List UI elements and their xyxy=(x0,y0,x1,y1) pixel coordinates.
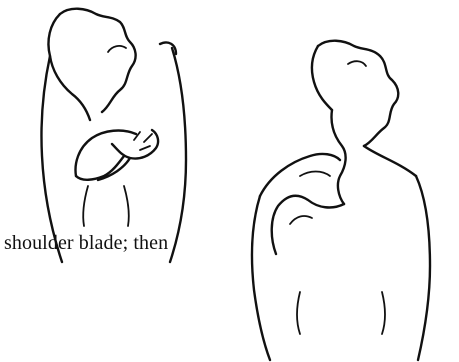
right-figure-body xyxy=(252,146,430,360)
right-figure-head xyxy=(312,41,398,146)
right-figure-arm xyxy=(260,110,346,254)
caption-text: shoulder blade; then xyxy=(4,232,168,255)
